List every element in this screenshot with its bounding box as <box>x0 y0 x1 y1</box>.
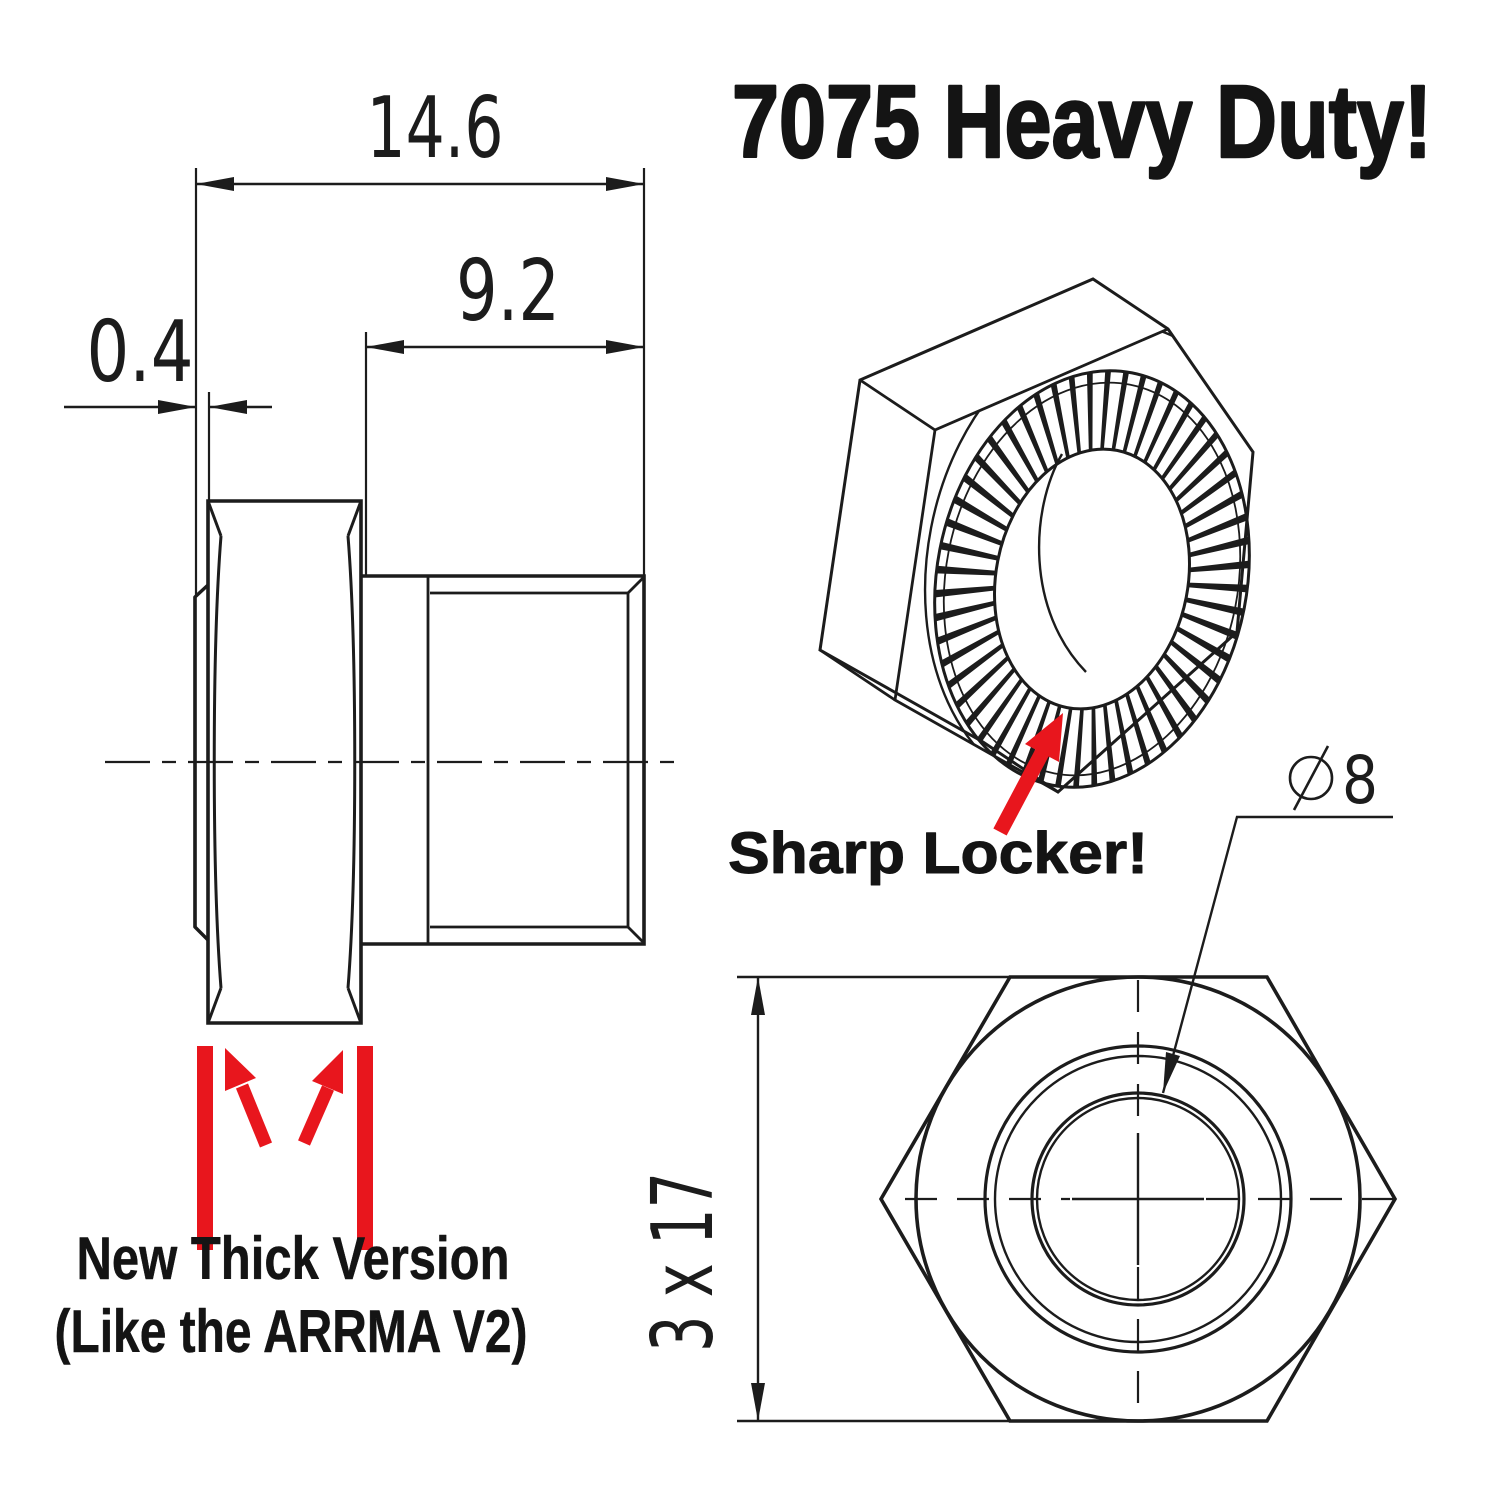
dim-value-overall-width: 14.6 <box>367 79 504 178</box>
thickness-callout: New Thick Version (Like the ARRMA V2) <box>54 1046 528 1365</box>
dim-arrow-left-icon <box>196 177 234 191</box>
dim-value-barrel-length: 9.2 <box>456 242 560 341</box>
hex-facet-curve-left <box>212 535 223 989</box>
thickness-marker-bar-right <box>357 1046 373 1250</box>
front-view-drawing: 3 x 17 8 <box>634 742 1400 1423</box>
dim-value-thread-spec: 3 x 17 <box>634 1172 733 1352</box>
thickness-marker-bar-left <box>197 1046 213 1250</box>
dimension-flange-lip: 0.4 <box>64 303 272 501</box>
bore-diameter-callout: 8 <box>1161 742 1393 1094</box>
diameter-symbol-icon <box>1288 745 1334 811</box>
page-title: 7075 Heavy Duty! <box>732 64 1432 179</box>
front-crosshair <box>1072 1133 1204 1265</box>
thick-version-label-line1: New Thick Version <box>77 1225 510 1292</box>
leader-line <box>1161 815 1393 1094</box>
bore-inner-wall-curve <box>1037 453 1087 673</box>
red-arrow-up-right-icon <box>298 1050 343 1146</box>
dim-arrow-right-icon <box>158 400 196 414</box>
side-view-drawing: 14.6 9.2 0.4 <box>64 79 680 1025</box>
sharp-locker-label: Sharp Locker! <box>728 821 1148 886</box>
dim-arrow-left-icon <box>366 340 404 354</box>
dim-value-flange-lip: 0.4 <box>87 303 194 402</box>
red-arrow-up-left-icon <box>225 1048 273 1148</box>
red-arrow-shaft <box>993 745 1051 836</box>
dim-extension-lines-14-6 <box>194 168 646 597</box>
dimension-thread-spec: 3 x 17 <box>634 977 765 1421</box>
dimension-overall-width: 14.6 <box>194 79 646 597</box>
sharp-locker-arrow-icon <box>993 713 1063 836</box>
red-arrow-head <box>1025 713 1063 762</box>
hex-corner-chamfers <box>206 500 363 1024</box>
serration-outer-inner-edge <box>942 381 1242 777</box>
bore-diameter-value: 8 <box>1342 742 1378 819</box>
serration-outer-edge <box>933 369 1251 789</box>
dim-arrow-right-icon <box>606 340 644 354</box>
serration-teeth <box>934 370 1250 788</box>
dim-arrow-up-icon <box>751 977 765 1015</box>
dim-arrow-right-icon <box>606 177 644 191</box>
leader-arrow-icon <box>1163 1052 1180 1093</box>
barrel-outline <box>361 574 646 946</box>
bore-edge-ellipse <box>993 447 1191 711</box>
nut-prism-connectors <box>819 378 936 702</box>
serrated-ring <box>933 369 1251 789</box>
front-hexagon <box>878 975 1398 1423</box>
isometric-nut-drawing: Sharp Locker! <box>728 277 1255 887</box>
barrel-thread-lines <box>430 591 630 929</box>
hex-facet-curve-right <box>346 535 357 989</box>
dimension-barrel-length: 9.2 <box>364 242 644 576</box>
dim-arrow-down-icon <box>751 1383 765 1421</box>
thick-version-label-line2: (Like the ARRMA V2) <box>55 1298 528 1365</box>
barrel-chamfer-lines <box>627 576 645 944</box>
nut-face-chamfer-ellipse <box>923 329 1253 792</box>
dim-arrow-left-icon <box>209 400 247 414</box>
